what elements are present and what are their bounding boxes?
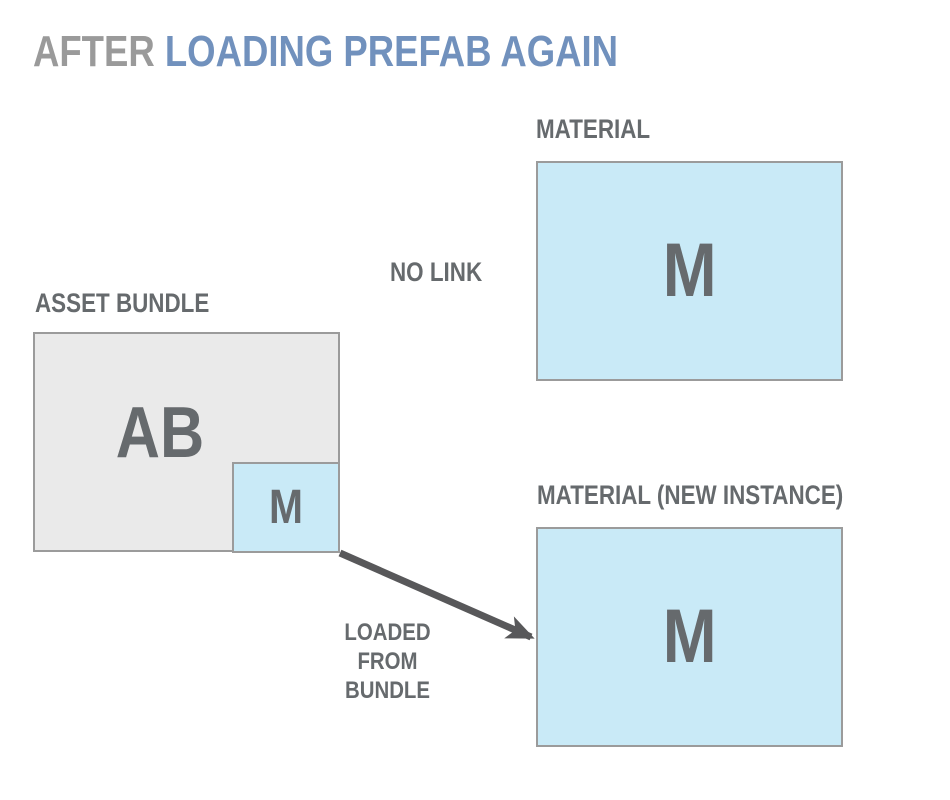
no-link-label: NO LINK [390, 257, 483, 287]
material-original-box: M [536, 161, 843, 381]
material-new-letter: M [662, 594, 717, 679]
asset-bundle-letter: AB [115, 393, 205, 473]
page-title-muted: AFTER [33, 27, 155, 76]
page-title: AFTER LOADING PREFAB AGAIN [33, 30, 618, 74]
arrow-caption: LOADED FROM BUNDLE [313, 618, 462, 705]
bundled-material-box: M [232, 462, 340, 553]
arrow-caption-line1: LOADED FROM [344, 619, 431, 675]
page-title-accent: LOADING PREFAB AGAIN [164, 27, 619, 76]
asset-bundle-box: AB [33, 332, 340, 552]
material-new-box: M [536, 527, 843, 747]
material-original-letter: M [662, 228, 717, 313]
material-new-label: MATERIAL (NEW INSTANCE) [537, 480, 844, 510]
bundled-material-letter: M [268, 480, 303, 534]
asset-bundle-label: ASSET BUNDLE [35, 288, 210, 318]
asset-bundle-letter-zone: AB [35, 334, 285, 532]
arrow-caption-line2: BUNDLE [345, 677, 430, 704]
material-original-label: MATERIAL [536, 114, 651, 144]
